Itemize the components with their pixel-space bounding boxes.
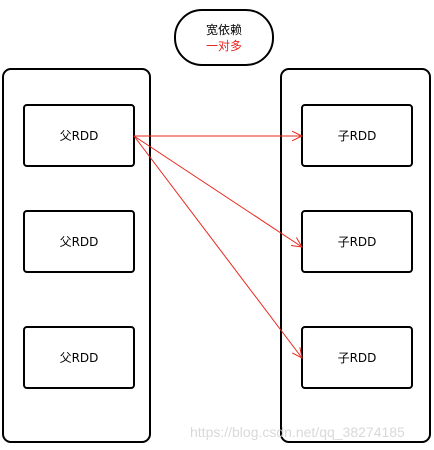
- dependency-arrow: [133, 135, 303, 359]
- watermark: https://blog.csdn.net/qq_38274185: [190, 424, 405, 440]
- parent-rdd-2: 父RDD: [23, 326, 135, 389]
- title-line2: 一对多: [206, 39, 242, 53]
- parent-rdd-label: 父RDD: [60, 235, 99, 249]
- title-line1: 宽依赖: [206, 22, 242, 37]
- arrow-head: [291, 347, 303, 359]
- child-rdd-label: 子RDD: [338, 235, 377, 249]
- child-rdd-0: 子RDD: [301, 104, 413, 167]
- arrow-head: [291, 237, 303, 248]
- dependency-edges: [133, 130, 304, 359]
- child-rdd-1: 子RDD: [301, 210, 413, 273]
- title-bubble: [174, 9, 274, 66]
- parent-rdd-0: 父RDD: [23, 104, 135, 167]
- child-rdd-label: 子RDD: [338, 129, 377, 143]
- parent-rdd-label: 父RDD: [60, 351, 99, 365]
- dependency-arrow: [133, 135, 303, 248]
- parent-rdd-1: 父RDD: [23, 210, 135, 273]
- arrow-head: [291, 130, 304, 142]
- child-rdd-2: 子RDD: [301, 326, 413, 389]
- child-rdd-label: 子RDD: [338, 351, 377, 365]
- parent-rdd-label: 父RDD: [60, 129, 99, 143]
